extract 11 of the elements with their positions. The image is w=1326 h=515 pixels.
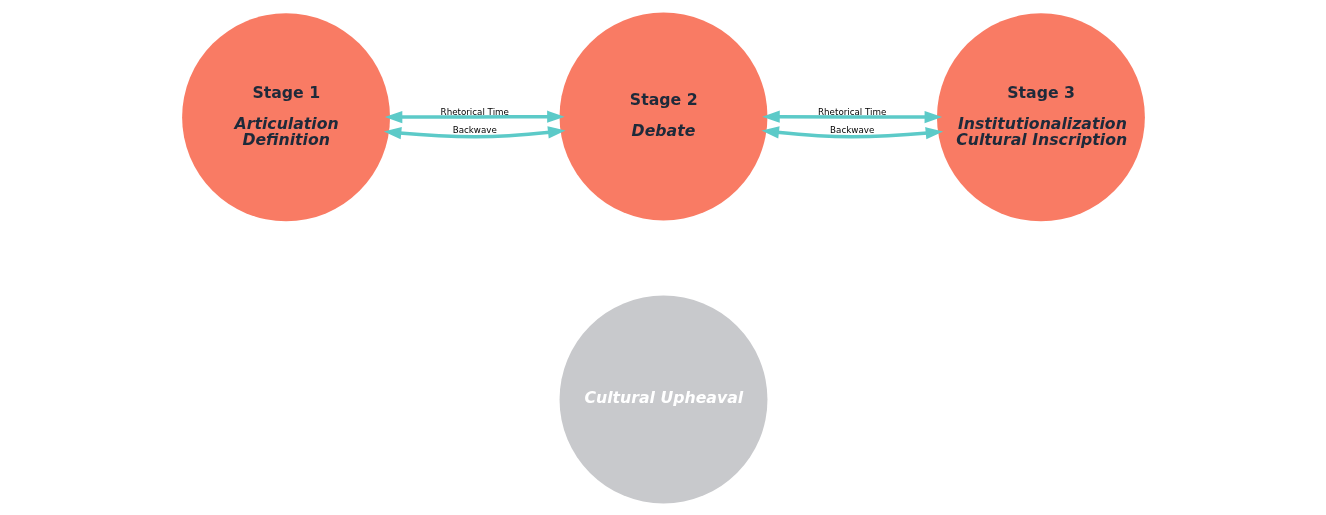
edge-label: Backwave xyxy=(452,124,497,135)
node-circle: Stage 3 Institutionalization Cultural Inscription xyxy=(936,12,1145,221)
arrow xyxy=(761,110,942,123)
edge-label: Backwave xyxy=(829,124,874,135)
edge-label: Rhetorical Time xyxy=(440,106,509,117)
arrow xyxy=(383,125,565,139)
arrow xyxy=(384,110,565,123)
edge-label: Rhetorical Time xyxy=(817,106,886,117)
arrow xyxy=(761,125,943,139)
node-circle: Stage 2 Debate xyxy=(559,12,767,220)
node-circle: Stage 1 Articulation Definition xyxy=(181,12,390,221)
